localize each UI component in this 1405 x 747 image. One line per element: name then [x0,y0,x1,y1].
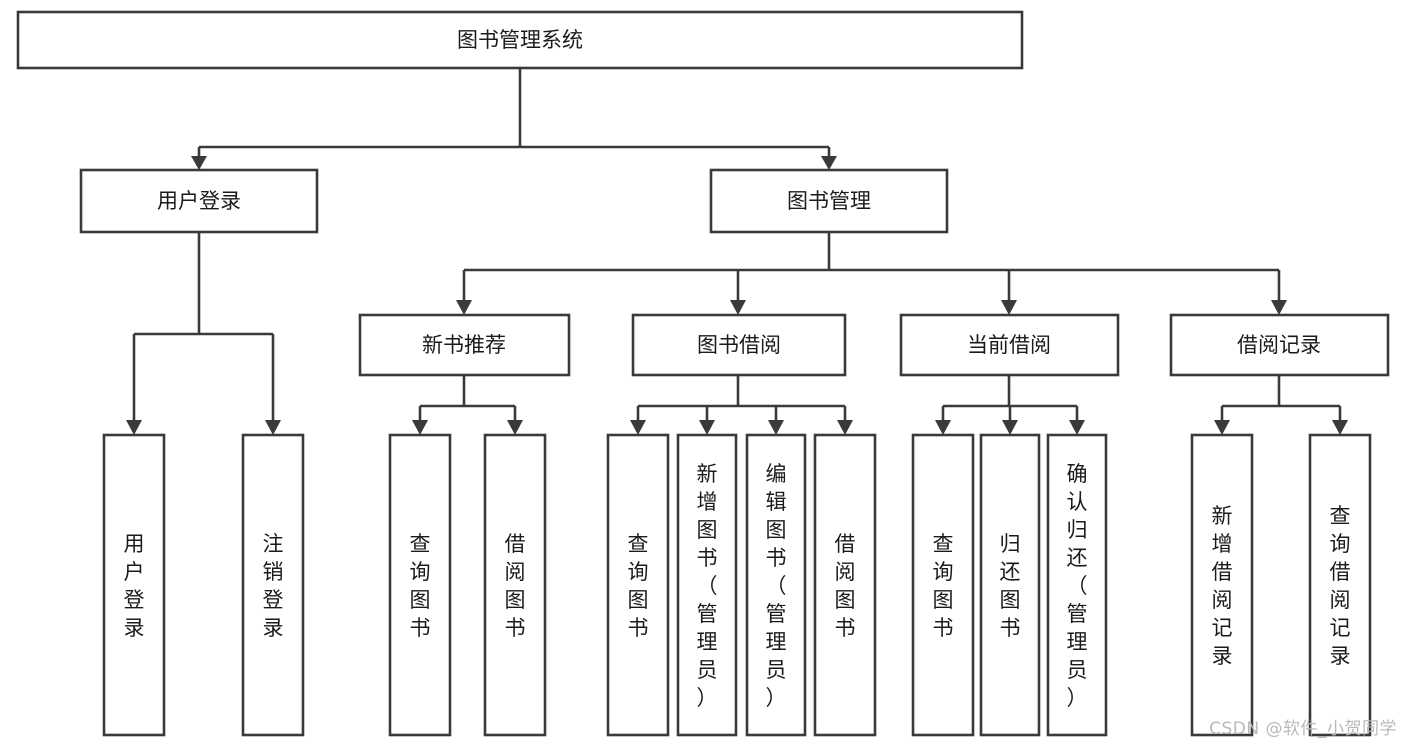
edge-新书推荐-to-leaves [418,375,517,422]
leaf-node[interactable]: 用户登录 [102,433,166,737]
leaf-node-label: 确认归还（管理员） [1067,462,1088,710]
leaf-node[interactable]: 借阅图书 [813,433,877,737]
node-图书管理[interactable]: 图书管理 [709,168,949,234]
node-root-box[interactable] [16,10,1024,70]
arrow-to-leaf-查询图书-2 [630,420,646,435]
node-图书管理-label: 图书管理 [787,189,871,213]
leaf-node-box[interactable] [1308,433,1372,737]
leaf-node-label: 查询图书 [933,532,954,640]
node-root[interactable]: 图书管理系统 [16,10,1024,70]
leaf-node-box[interactable] [241,433,305,737]
arrow-to-leaf-新增图书 [699,420,715,435]
connector-layer [126,68,1348,435]
arrow-to-leaf-归还图书 [1002,420,1018,435]
node-用户登录-box[interactable] [79,168,319,234]
leaf-node[interactable]: 注销登录 [241,433,305,737]
leaf-node-box[interactable] [911,433,975,737]
leaf-node-box[interactable] [606,433,670,737]
arrow-to-leaf-新增借阅记录 [1214,420,1230,435]
node-用户登录[interactable]: 用户登录 [79,168,319,234]
leaf-node-label: 归还图书 [1000,532,1021,640]
edge-图书管理-to-level3-bus [462,232,1281,302]
leaf-node-box[interactable] [1190,433,1254,737]
arrow-to-用户登录 [191,156,207,170]
leaf-node-label: 注销登录 [263,532,284,640]
node-用户登录-label: 用户登录 [157,189,241,213]
arrow-to-新书推荐 [456,300,472,315]
node-新书推荐-box[interactable] [358,313,571,377]
node-当前借阅-label: 当前借阅 [967,333,1051,357]
leaf-node-label: 新增借阅记录 [1212,504,1233,668]
arrow-to-借阅记录 [1271,300,1287,315]
leaf-node[interactable]: 新增借阅记录 [1190,433,1254,737]
node-图书管理-box[interactable] [709,168,949,234]
leaf-node[interactable]: 查询图书 [388,433,452,737]
arrow-to-图书管理 [821,156,837,170]
arrow-to-leaf-借阅图书-1 [507,420,523,435]
leaf-node[interactable]: 查询图书 [606,433,670,737]
node-借阅记录-label: 借阅记录 [1237,333,1321,357]
node-新书推荐-label: 新书推荐 [422,333,506,357]
leaf-node[interactable]: 确认归还（管理员） [1046,433,1108,737]
leaf-node-box[interactable] [745,433,807,737]
leaf-node-label: 查询图书 [628,532,649,640]
leaf-node[interactable]: 查询图书 [911,433,975,737]
leaf-node-label: 查询图书 [410,532,431,640]
leaf-node-box[interactable] [813,433,877,737]
edge-借阅记录-to-leaves [1220,375,1342,422]
leaf-node[interactable]: 借阅图书 [483,433,547,737]
leaf-node-label: 用户登录 [124,532,145,640]
node-root-label: 图书管理系统 [457,28,583,52]
node-借阅记录[interactable]: 借阅记录 [1169,313,1390,377]
leaf-node-box[interactable] [102,433,166,737]
arrow-to-leaf-借阅图书-2 [837,420,853,435]
node-图书借阅[interactable]: 图书借阅 [631,313,847,377]
arrow-to-leaf-注销登录 [265,420,281,435]
leaf-node-label: 借阅图书 [505,532,526,640]
leaf-node[interactable]: 新增图书（管理员） [676,433,738,737]
edge-当前借阅-to-leaves [941,375,1079,422]
leaf-node-label: 新增图书（管理员） [697,462,718,710]
leaf-node-label: 借阅图书 [835,532,856,640]
leaf-node-box[interactable] [979,433,1041,737]
arrow-to-leaf-用户登录 [126,420,142,435]
arrow-to-leaf-编辑图书 [768,420,784,435]
node-图书借阅-label: 图书借阅 [697,333,781,357]
node-当前借阅-box[interactable] [899,313,1120,377]
leaf-node[interactable]: 归还图书 [979,433,1041,737]
leaf-node-box[interactable] [388,433,452,737]
edge-root-to-level2-bus [197,68,831,158]
leaf-node-box[interactable] [483,433,547,737]
node-图书借阅-box[interactable] [631,313,847,377]
node-当前借阅[interactable]: 当前借阅 [899,313,1120,377]
leaf-node[interactable]: 查询借阅记录 [1308,433,1372,737]
leaf-node-label: 编辑图书（管理员） [766,462,787,710]
node-借阅记录-box[interactable] [1169,313,1390,377]
leaf-node-box[interactable] [676,433,738,737]
arrow-to-leaf-查询图书-3 [935,420,951,435]
arrow-to-leaf-确认归还 [1069,420,1085,435]
arrow-to-图书借阅 [730,300,746,315]
edge-图书借阅-to-leaves [636,375,847,422]
node-新书推荐[interactable]: 新书推荐 [358,313,571,377]
leaf-node[interactable]: 编辑图书（管理员） [745,433,807,737]
leaf-node-label: 查询借阅记录 [1330,504,1351,668]
edge-用户登录-to-leaves [132,232,275,422]
leaf-node-box[interactable] [1046,433,1108,737]
leaf-node-layer: 用户登录 注销登录 查询图书 借阅图书 查询图书 新增图书（管理员） 编辑图书（管理员） 借阅… [102,433,1372,737]
arrow-to-leaf-查询借阅记录 [1332,420,1348,435]
arrow-to-leaf-查询图书-1 [412,420,428,435]
arrow-to-当前借阅 [1001,300,1017,315]
